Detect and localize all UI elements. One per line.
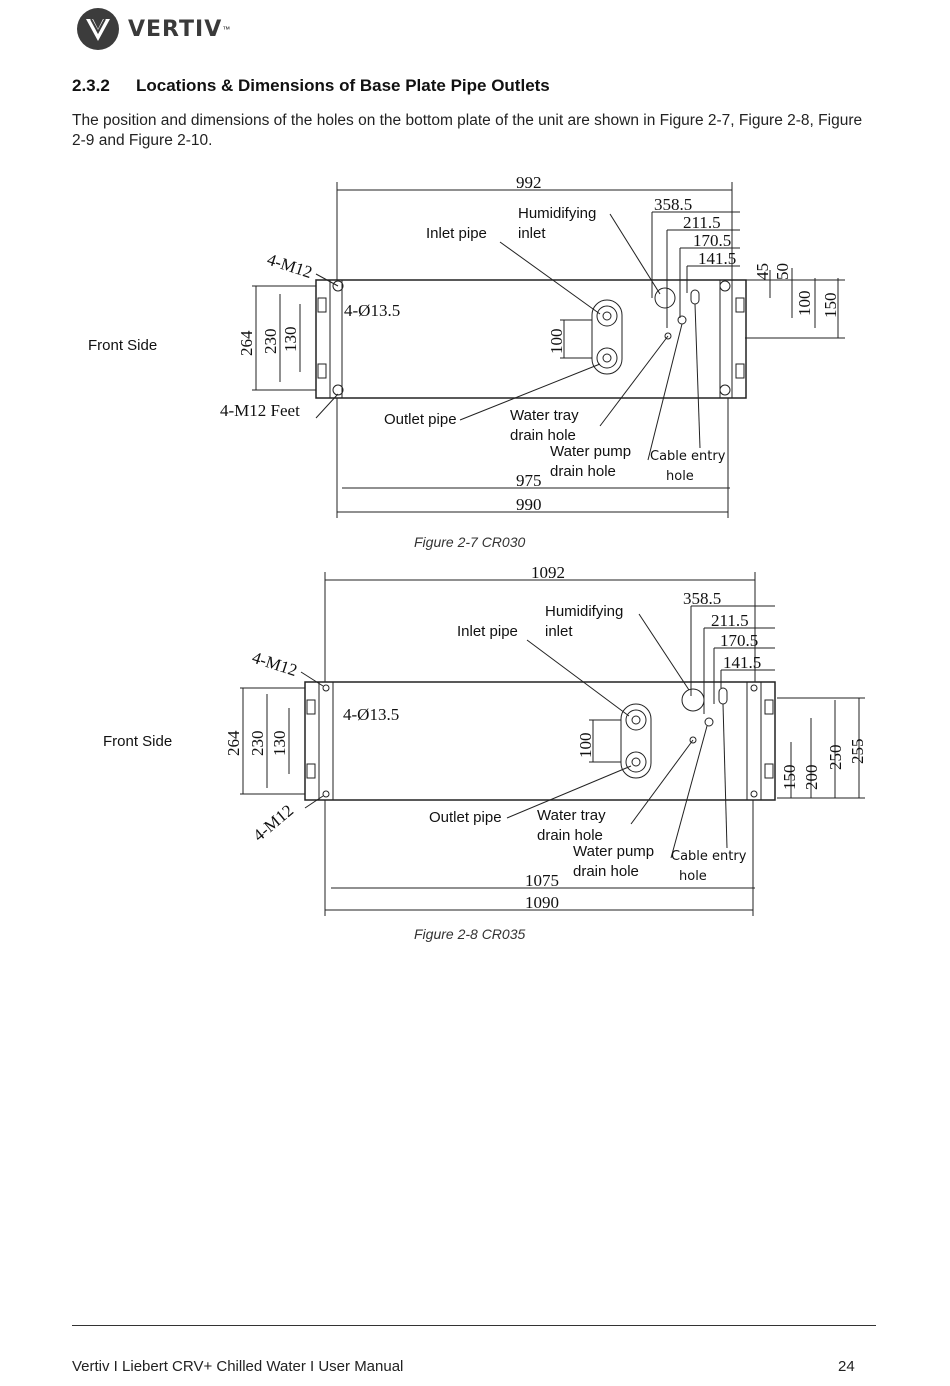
dim-230: 230 — [248, 731, 267, 757]
intro-paragraph: The position and dimensions of the holes… — [72, 112, 863, 149]
label-4-phi-13-5: 4-Ø13.5 — [344, 301, 400, 320]
dim-170-5: 170.5 — [693, 231, 731, 250]
section-heading: 2.3.2 Locations & Dimensions of Base Plat… — [72, 76, 550, 96]
figure-2-7-drawing: 992 358.5 211.5 170.5 141.5 45 50 100 15… — [80, 168, 880, 528]
label-hole: hole — [679, 869, 707, 884]
label-front-side: Front Side — [103, 733, 172, 750]
dim-990: 990 — [516, 495, 542, 514]
dim-975: 975 — [516, 471, 542, 490]
label-humidifying: Humidifying — [545, 603, 623, 620]
figure-2-7-caption: Figure 2-7 CR030 — [414, 534, 526, 550]
label-4-m12-top: 4-M12 — [265, 250, 315, 282]
dim-130: 130 — [270, 731, 289, 757]
dim-45: 45 — [753, 263, 772, 280]
dim-100-right: 100 — [795, 291, 814, 317]
dim-992: 992 — [516, 173, 542, 192]
label-hole: hole — [666, 469, 694, 484]
dim-255: 255 — [848, 739, 867, 765]
label-drain-hole-tray: drain hole — [510, 427, 576, 444]
figure-2-8-drawing: 1092 358.5 211.5 170.5 141.5 150 200 250… — [95, 558, 875, 918]
footer-divider — [72, 1325, 876, 1326]
label-drain-hole-pump: drain hole — [573, 863, 639, 880]
dim-264: 264 — [237, 330, 256, 356]
dim-141-5: 141.5 — [723, 653, 761, 672]
label-4-m12-bottom: 4-M12 — [249, 801, 297, 845]
dim-141-5: 141.5 — [698, 249, 736, 268]
brand-name: VERTIV — [128, 16, 223, 42]
label-4-phi-13-5: 4-Ø13.5 — [343, 705, 399, 724]
label-outlet-pipe: Outlet pipe — [384, 411, 457, 428]
label-humidifying: Humidifying — [518, 205, 596, 222]
dim-358-5: 358.5 — [683, 589, 721, 608]
label-water-pump: Water pump — [550, 443, 631, 460]
label-water-pump: Water pump — [573, 843, 654, 860]
dim-1075: 1075 — [525, 871, 559, 890]
unit-body-cr035 — [304, 681, 776, 801]
label-drain-hole-tray: drain hole — [537, 827, 603, 844]
dim-211-5: 211.5 — [683, 213, 721, 232]
dim-130: 130 — [281, 327, 300, 353]
footer-document-title: Vertiv I Liebert CRV+ Chilled Water I Us… — [72, 1358, 404, 1375]
label-cable-entry: Cable entry — [650, 449, 726, 464]
dim-250: 250 — [826, 745, 845, 771]
page-number: 24 — [838, 1358, 855, 1375]
dim-100: 100 — [576, 733, 595, 759]
dim-100: 100 — [547, 329, 566, 355]
label-water-tray: Water tray — [537, 807, 606, 824]
dim-1090: 1090 — [525, 893, 559, 912]
label-cable-entry: Cable entry — [671, 849, 747, 864]
figure-2-8-caption: Figure 2-8 CR035 — [414, 926, 526, 942]
dim-230: 230 — [261, 329, 280, 355]
section-title: Locations & Dimensions of Base Plate Pip… — [136, 76, 550, 95]
dim-211-5: 211.5 — [711, 611, 749, 630]
dim-264: 264 — [224, 730, 243, 756]
dim-1092: 1092 — [531, 563, 565, 582]
label-inlet-pipe: Inlet pipe — [457, 623, 518, 640]
label-drain-hole-pump: drain hole — [550, 463, 616, 480]
label-water-tray: Water tray — [510, 407, 579, 424]
unit-body-cr030 — [315, 279, 747, 399]
dim-358-5: 358.5 — [654, 195, 692, 214]
dim-50: 50 — [773, 263, 792, 280]
vertiv-v-logo-icon — [77, 8, 119, 50]
label-inlet: inlet — [518, 225, 546, 242]
dim-150: 150 — [780, 765, 799, 791]
label-outlet-pipe: Outlet pipe — [429, 809, 502, 826]
humidifying-inlet-hole — [654, 287, 676, 309]
trademark-mark: ™ — [222, 24, 231, 34]
label-4-m12-feet: 4-M12 Feet — [220, 401, 300, 420]
dim-200: 200 — [802, 765, 821, 791]
label-front-side: Front Side — [88, 337, 157, 354]
label-inlet: inlet — [545, 623, 573, 640]
label-4-m12-top: 4-M12 — [250, 648, 300, 680]
humidifying-inlet-hole — [681, 688, 705, 712]
dim-170-5: 170.5 — [720, 631, 758, 650]
dim-150: 150 — [821, 293, 840, 319]
section-number: 2.3.2 — [72, 76, 110, 95]
label-inlet-pipe: Inlet pipe — [426, 225, 487, 242]
